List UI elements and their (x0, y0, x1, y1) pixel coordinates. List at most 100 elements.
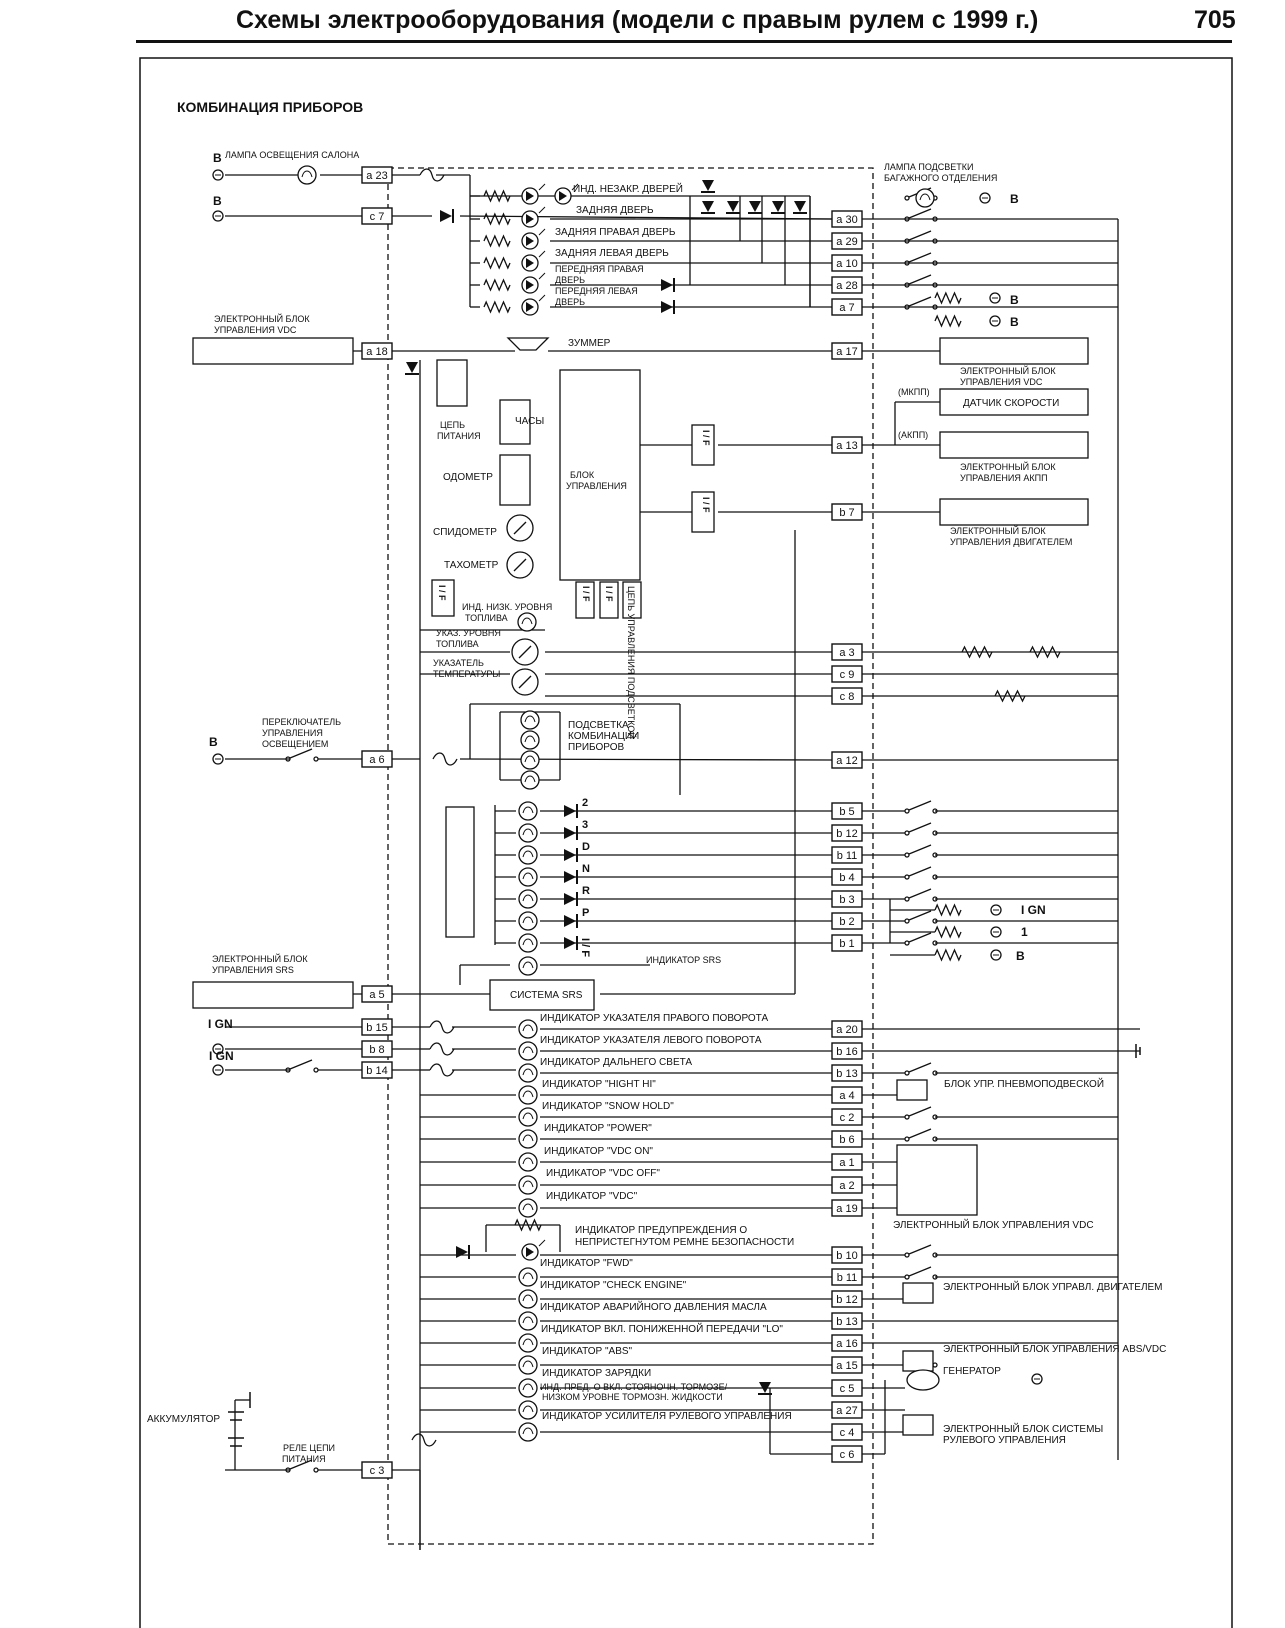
label: ИНДИКАТОР "VDC OFF" (546, 1168, 660, 1179)
connector-label: a 4 (839, 1090, 854, 1102)
connector-box (831, 824, 863, 842)
lamp (518, 956, 538, 976)
switch-contact (904, 1070, 910, 1076)
gauge-needle (513, 558, 527, 572)
switch-blade (289, 1459, 313, 1470)
connector-a-1: a 1 (831, 1153, 863, 1171)
label: УПРАВЛЕНИЯ VDC (960, 377, 1043, 387)
lamp-filament (522, 1068, 534, 1076)
label: БАГАЖНОГО ОТДЕЛЕНИЯ (884, 173, 997, 183)
switch-contact (285, 1467, 291, 1473)
connector-box (831, 1020, 863, 1038)
connector-a-10: a 10 (831, 254, 863, 272)
diode (794, 201, 806, 212)
switch-contact (904, 1252, 910, 1258)
connector-a-20: a 20 (831, 1020, 863, 1038)
connector-b-1: b 1 (831, 934, 863, 952)
label: ЭЛЕКТРОННЫЙ БЛОК (950, 525, 1046, 536)
header-rule (136, 40, 1232, 43)
label: B (213, 151, 222, 165)
switch-contact (904, 874, 910, 880)
lamp-filament (522, 1316, 534, 1324)
terminals (212, 169, 1043, 1385)
connector-label: b 1 (839, 938, 854, 950)
label: ИНДИКАТОР УСИЛИТЕЛЯ РУЛЕВОГО УПРАВЛЕНИЯ (542, 1411, 792, 1422)
lamp (520, 770, 540, 790)
switch-contact (932, 1136, 938, 1142)
control-unit (559, 369, 641, 581)
blocks (192, 337, 1141, 1447)
switch-contact (932, 940, 938, 946)
label: АККУМУЛЯТОР (147, 1414, 220, 1425)
lamp (518, 1355, 538, 1375)
wire (459, 758, 833, 761)
connector-b-11: b 11 (831, 1268, 863, 1286)
resistor (934, 291, 962, 305)
connector-c-6: c 6 (831, 1445, 863, 1463)
power-circuit (436, 359, 468, 407)
page-header: Схемы электрооборудования (модели с прав… (0, 0, 1285, 44)
connector-box (831, 868, 863, 886)
connector-box (831, 934, 863, 952)
connector-box (361, 1018, 393, 1036)
illumination-control-circuit (445, 806, 475, 938)
if-box (575, 581, 595, 619)
led-body (559, 191, 567, 201)
lamp-filament (522, 1203, 534, 1211)
switch-blade (908, 252, 932, 263)
switch-blade (908, 1266, 932, 1277)
switch-contact (904, 1114, 910, 1120)
label: ОДОМЕТР (443, 472, 493, 483)
label: ИНДИКАТОР "SNOW HOLD" (542, 1101, 674, 1112)
label: ПИТАНИЯ (437, 431, 481, 441)
label: ЭЛЕКТРОННЫЙ БЛОК (960, 461, 1056, 472)
connector-label: b 13 (836, 1316, 857, 1328)
connector-a-6: a 6 (361, 750, 393, 768)
led-body (526, 1247, 534, 1257)
lamp-filament (522, 1294, 534, 1302)
label: УПРАВЛЕНИЯ SRS (212, 965, 294, 975)
srs-control-unit-left (192, 981, 354, 1009)
lamp-filament (522, 1360, 534, 1368)
switch-contact (285, 756, 291, 762)
lamp-filament (524, 755, 536, 763)
connector-a-27: a 27 (831, 1401, 863, 1419)
connector-label: a 10 (836, 258, 857, 270)
connector-box (361, 342, 393, 360)
label: БЛОК УПР. ПНЕВМОПОДВЕСКОЙ (944, 1077, 1104, 1090)
label: СПИДОМЕТР (433, 527, 497, 538)
lamp (518, 1107, 538, 1127)
lamp-filament (522, 1338, 534, 1346)
label: 3 (582, 819, 588, 831)
switch-contact (904, 940, 910, 946)
connector-box (361, 166, 393, 184)
lamp (518, 1041, 538, 1061)
lamp (518, 1129, 538, 1149)
switch-blade (908, 888, 932, 899)
connector-label: a 1 (839, 1157, 854, 1169)
label: I GN (1021, 903, 1046, 917)
lamp-filament (522, 961, 534, 969)
label: ИНДИКАТОР "ABS" (542, 1346, 633, 1357)
connector-a-4: a 4 (831, 1086, 863, 1104)
connector-label: a 6 (369, 754, 384, 766)
lamp (518, 911, 538, 931)
label: B (1010, 293, 1019, 307)
speed-sensor (939, 388, 1089, 416)
connector-label: a 27 (836, 1405, 857, 1417)
label: ИНД. НИЗК. УРОВНЯ (462, 602, 552, 612)
led-ray (538, 1239, 546, 1247)
label: ЭЛЕКТРОННЫЙ БЛОК (960, 365, 1056, 376)
connector-box (831, 1334, 863, 1352)
switch-contact (285, 1067, 291, 1073)
lamp-filament (522, 1157, 534, 1165)
connector-c-2: c 2 (831, 1108, 863, 1126)
connector-a-13: a 13 (831, 436, 863, 454)
switch-contact (904, 282, 910, 288)
resistor (934, 314, 962, 328)
connector-box (831, 1423, 863, 1441)
label: ЭЛЕКТРОННЫЙ БЛОК УПРАВЛ. ДВИГАТЕЛЕМ (943, 1280, 1163, 1293)
label: ЧАСЫ (515, 416, 544, 427)
connector-box (831, 342, 863, 360)
lamp-filament (522, 1046, 534, 1054)
